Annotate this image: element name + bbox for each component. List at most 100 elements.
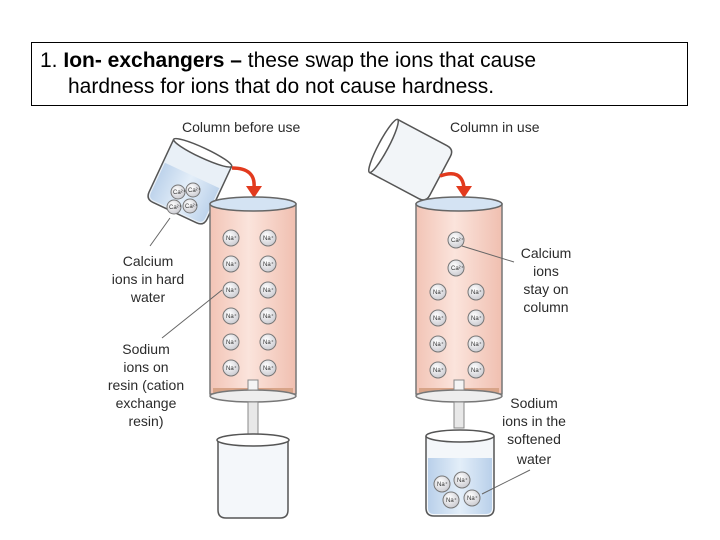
sodium-ion: Na⁺	[429, 309, 447, 327]
sodium-ion: Na⁺	[429, 283, 447, 301]
sodium-ion: Na⁺	[259, 333, 277, 351]
left-sodium-pointer	[161, 289, 223, 339]
right-calcium-pointer	[461, 245, 515, 263]
svg-text:Na⁺: Na⁺	[433, 289, 444, 296]
svg-text:Na⁺: Na⁺	[446, 497, 457, 504]
svg-text:Na⁺: Na⁺	[471, 315, 482, 322]
svg-text:Na⁺: Na⁺	[263, 339, 274, 346]
svg-text:Na⁺: Na⁺	[263, 235, 274, 242]
right-pouring-beaker	[368, 118, 453, 201]
right-sodium-pointer	[481, 469, 531, 495]
sodium-ion: Na⁺	[463, 489, 481, 507]
svg-text:Ca²⁺: Ca²⁺	[173, 189, 186, 196]
sodium-ion: Na⁺	[222, 359, 240, 377]
calcium-ion: Ca²⁺	[447, 231, 465, 249]
svg-text:Ca²⁺: Ca²⁺	[451, 237, 464, 244]
right-heading: Column in use	[450, 119, 540, 135]
left-collecting-beaker	[216, 433, 290, 519]
sodium-ion: Na⁺	[467, 361, 485, 379]
calcium-ion: Ca²⁺	[182, 198, 198, 214]
svg-text:Sodium: Sodium	[510, 395, 557, 411]
left-sodium-label: Sodium ions on resin (cation exchange re…	[108, 341, 184, 429]
svg-text:Na⁺: Na⁺	[263, 313, 274, 320]
softened-water-sodium-ions: Na⁺ Na⁺ Na⁺ Na⁺	[433, 471, 481, 509]
svg-text:exchange: exchange	[116, 395, 177, 411]
sodium-ion: Na⁺	[467, 335, 485, 353]
svg-text:Calcium: Calcium	[521, 245, 572, 261]
svg-text:water: water	[130, 289, 166, 305]
right-pour-arrow	[439, 172, 466, 189]
left-heading: Column before use	[182, 119, 301, 135]
right-calcium-label: Calcium ions stay on column	[521, 245, 572, 315]
svg-text:Ca²⁺: Ca²⁺	[169, 204, 182, 211]
svg-text:stay on: stay on	[523, 281, 568, 297]
title-bold: Ion- exchangers –	[63, 49, 242, 72]
calcium-ion: Ca²⁺	[185, 182, 201, 198]
svg-text:Na⁺: Na⁺	[263, 287, 274, 294]
svg-text:Na⁺: Na⁺	[457, 477, 468, 484]
sodium-ion: Na⁺	[222, 229, 240, 247]
left-sodium-ions: Na⁺ Na⁺ Na⁺ Na⁺ Na⁺ Na⁺ Na⁺ Na⁺ Na⁺ Na⁺ Na⁺ Na⁺	[222, 229, 277, 377]
svg-text:Na⁺: Na⁺	[226, 339, 237, 346]
sodium-ion: Na⁺	[442, 491, 460, 509]
svg-text:Na⁺: Na⁺	[226, 365, 237, 372]
calcium-ion: Ca²⁺	[170, 184, 186, 200]
sodium-ion: Na⁺	[222, 333, 240, 351]
svg-text:column: column	[523, 299, 568, 315]
svg-text:Na⁺: Na⁺	[467, 495, 478, 502]
svg-text:Ca²⁺: Ca²⁺	[188, 187, 201, 194]
svg-text:Na⁺: Na⁺	[226, 261, 237, 268]
svg-text:Na⁺: Na⁺	[433, 367, 444, 374]
right-arrowhead	[456, 186, 472, 198]
sodium-ion: Na⁺	[259, 229, 277, 247]
svg-text:Na⁺: Na⁺	[226, 287, 237, 294]
sodium-ion: Na⁺	[453, 471, 471, 489]
svg-text:Na⁺: Na⁺	[226, 235, 237, 242]
sodium-ion: Na⁺	[222, 281, 240, 299]
sodium-ion: Na⁺	[429, 361, 447, 379]
svg-text:Na⁺: Na⁺	[263, 261, 274, 268]
right-column-ions: Ca²⁺ Ca²⁺ Na⁺ Na⁺ Na⁺ Na⁺ Na⁺ Na⁺ Na⁺ Na⁺	[429, 231, 485, 379]
right-sodium-label: Sodium ions in the softened water	[502, 395, 566, 467]
svg-text:Na⁺: Na⁺	[433, 315, 444, 322]
sodium-ion: Na⁺	[467, 283, 485, 301]
left-calcium-pointer	[149, 217, 171, 247]
left-arrowhead	[246, 186, 262, 198]
sodium-ion: Na⁺	[259, 281, 277, 299]
sodium-ion: Na⁺	[433, 475, 451, 493]
svg-text:resin): resin)	[128, 413, 163, 429]
right-column	[415, 196, 503, 429]
sodium-ion: Na⁺	[429, 335, 447, 353]
svg-text:Ca²⁺: Ca²⁺	[451, 265, 464, 272]
left-column	[209, 196, 297, 435]
sodium-ion: Na⁺	[259, 255, 277, 273]
svg-text:ions on: ions on	[123, 359, 168, 375]
calcium-ion: Ca²⁺	[166, 199, 182, 215]
svg-text:softened: softened	[507, 431, 561, 447]
svg-text:ions in the: ions in the	[502, 413, 566, 429]
svg-text:Sodium: Sodium	[122, 341, 169, 357]
svg-text:ions in hard: ions in hard	[112, 271, 184, 287]
left-beaker-ions: Ca²⁺ Ca²⁺ Ca²⁺ Ca²⁺	[166, 182, 201, 215]
svg-text:ions: ions	[533, 263, 559, 279]
title-number: 1.	[40, 49, 58, 72]
sodium-ion: Na⁺	[222, 255, 240, 273]
title-rest: these swap the ions that cause	[241, 49, 537, 72]
sodium-ion: Na⁺	[467, 309, 485, 327]
svg-text:Na⁺: Na⁺	[263, 365, 274, 372]
svg-text:resin (cation: resin (cation	[108, 377, 184, 393]
svg-text:Na⁺: Na⁺	[471, 367, 482, 374]
sodium-ion: Na⁺	[259, 359, 277, 377]
title-box: 1. Ion- exchangers – these swap the ions…	[31, 42, 688, 106]
svg-text:Na⁺: Na⁺	[471, 341, 482, 348]
title-line2: hardness for ions that do not cause hard…	[68, 75, 495, 98]
svg-text:Calcium: Calcium	[123, 253, 174, 269]
svg-text:Na⁺: Na⁺	[226, 313, 237, 320]
left-calcium-label: Calcium ions in hard water	[112, 253, 184, 305]
svg-text:Na⁺: Na⁺	[471, 289, 482, 296]
svg-text:Ca²⁺: Ca²⁺	[185, 203, 198, 210]
svg-text:Na⁺: Na⁺	[437, 481, 448, 488]
svg-text:Na⁺: Na⁺	[433, 341, 444, 348]
svg-text:water: water	[516, 451, 552, 467]
